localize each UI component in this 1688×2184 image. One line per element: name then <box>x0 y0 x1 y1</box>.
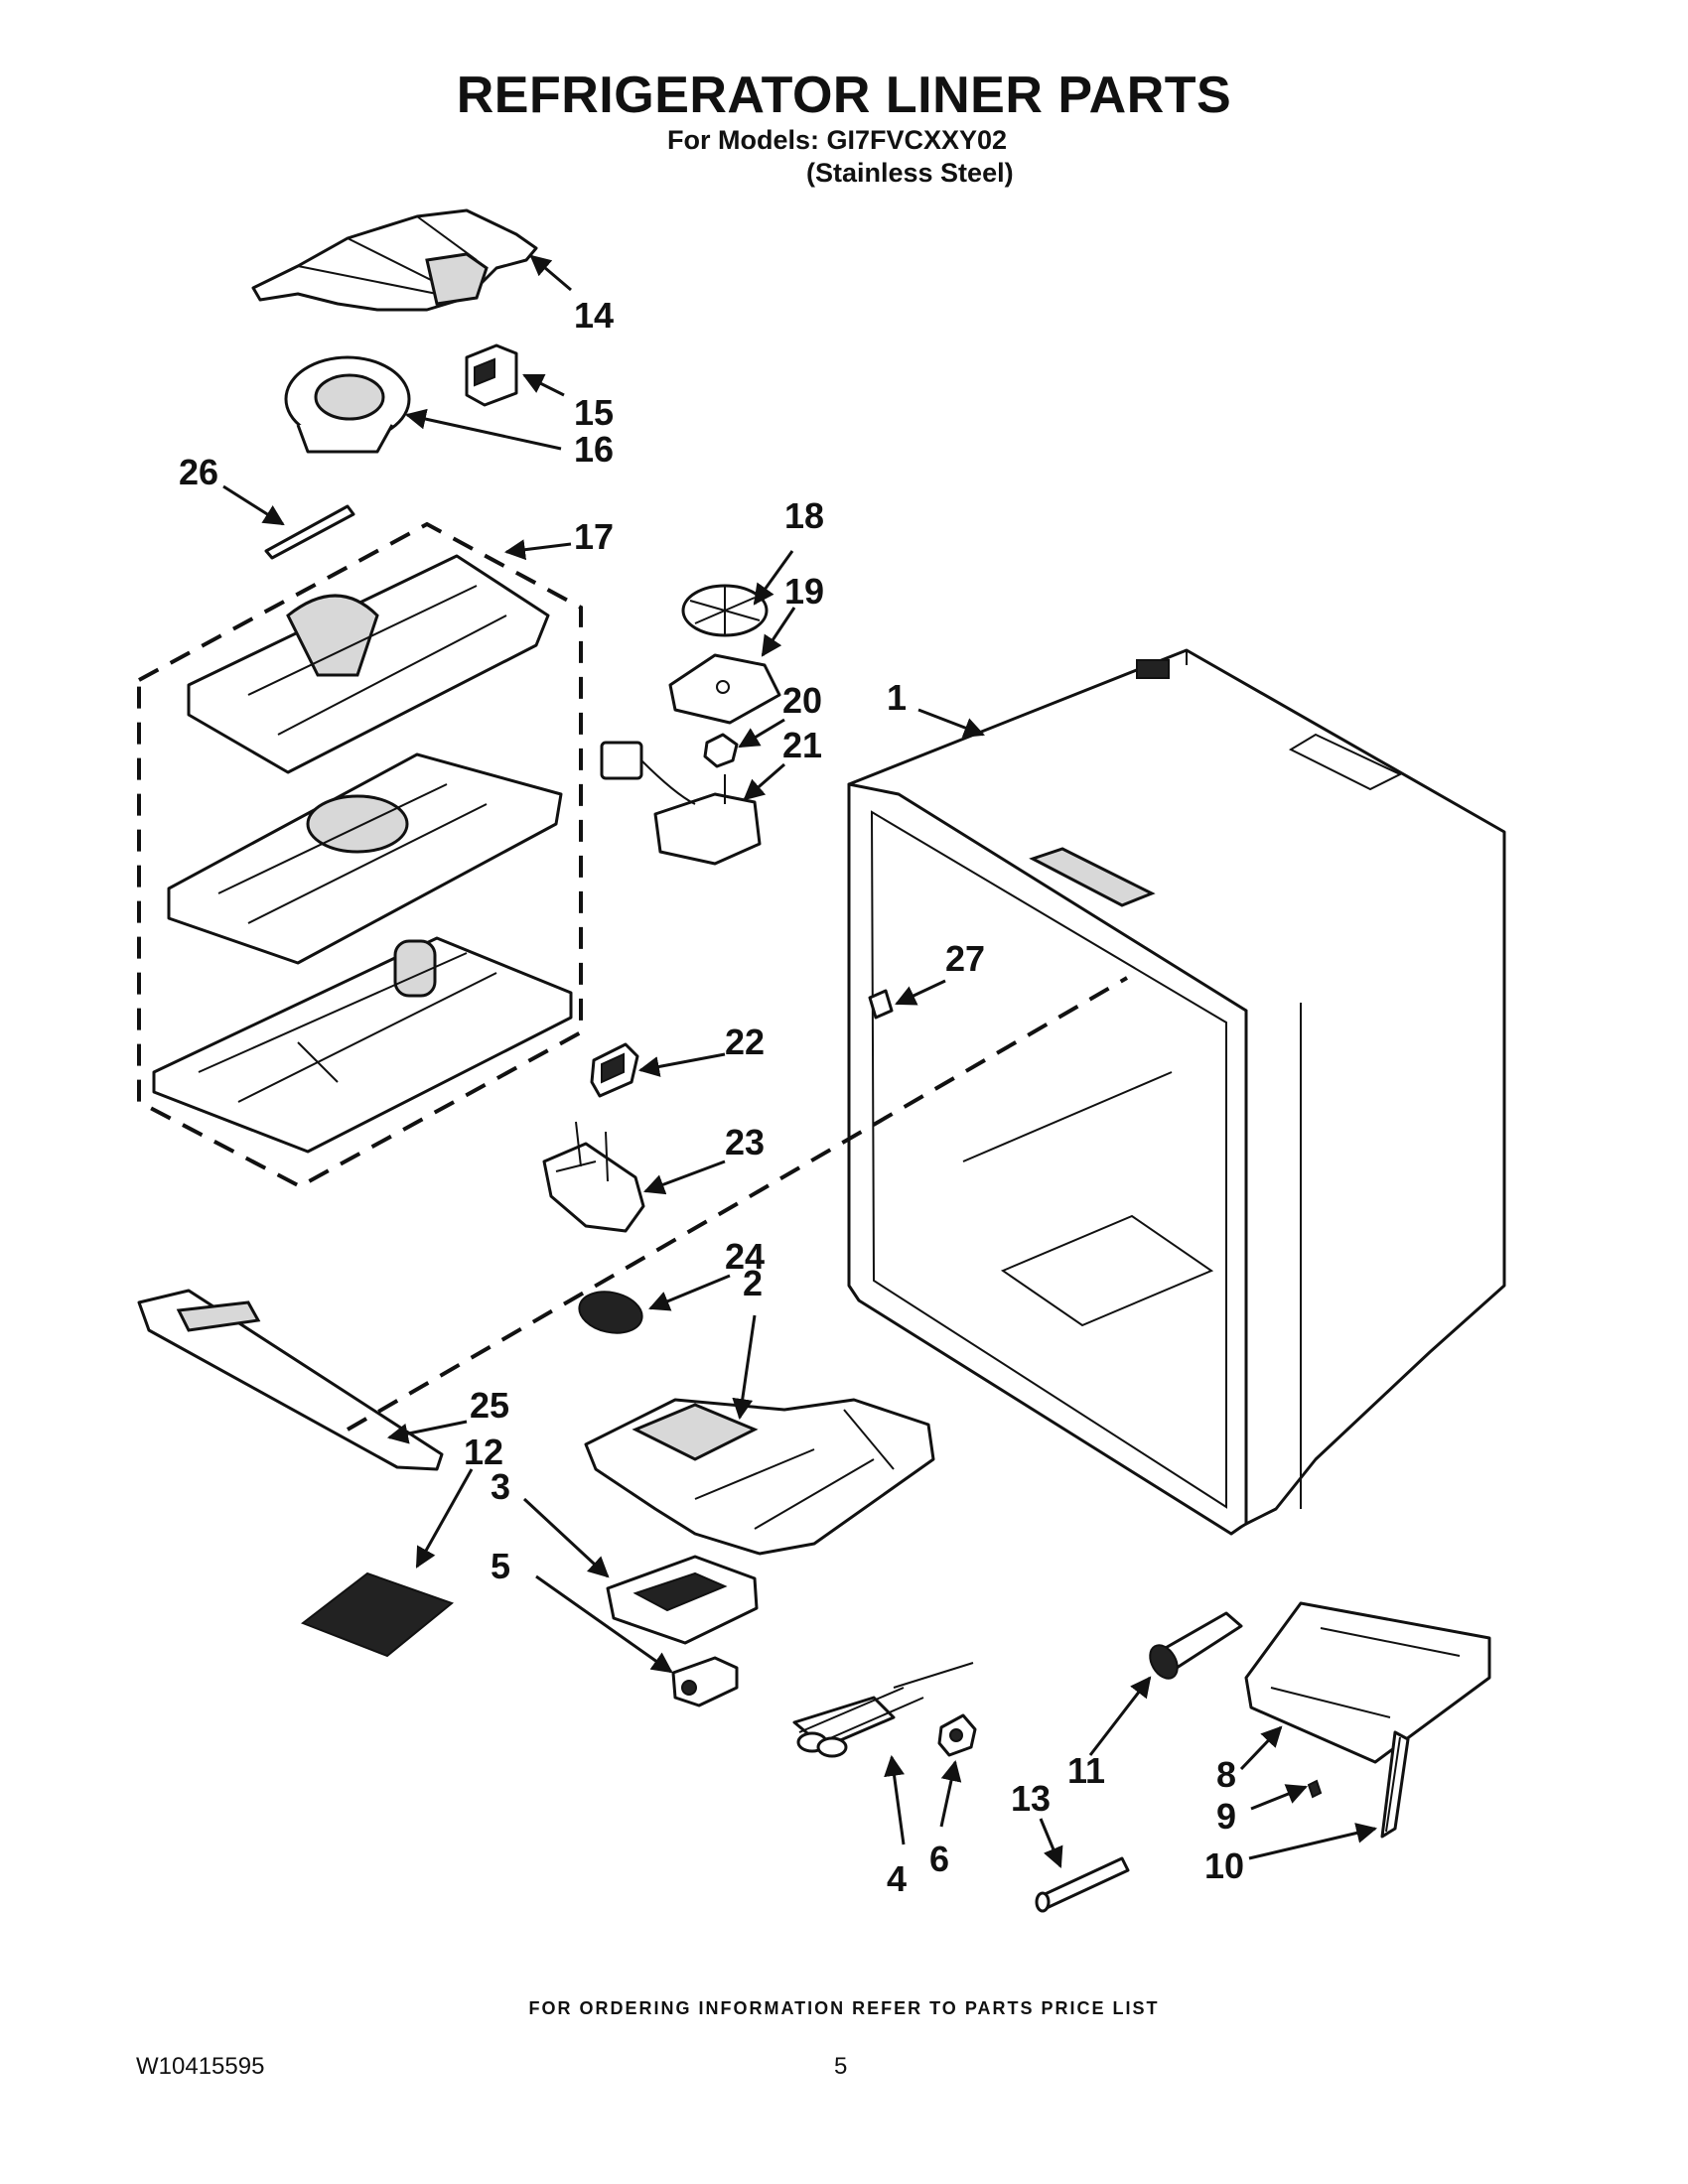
part-5-valve <box>671 1656 739 1707</box>
models-line: For Models: GI7FVCXXY02 <box>667 125 1008 155</box>
part-27-button <box>868 989 894 1020</box>
part-14-duct-cover <box>251 208 538 312</box>
callout-3: 3 <box>491 1466 510 1507</box>
callout-26: 26 <box>179 452 218 492</box>
part-20-nut <box>703 733 739 768</box>
part-22-clip <box>590 1042 639 1098</box>
alignment-dashed-line <box>346 976 1129 1432</box>
part-10-bracket <box>1380 1730 1410 1839</box>
part-11-water-filter <box>1149 1611 1243 1680</box>
part-4-wire-harness <box>792 1662 974 1758</box>
part-12-filter-grille <box>300 1571 455 1658</box>
part-18-fan-blade <box>681 584 769 637</box>
callout-18: 18 <box>784 495 824 536</box>
part-6-clip <box>937 1713 977 1757</box>
callout-labels: 1 2 3 4 5 6 8 9 10 11 12 13 14 15 16 17 … <box>179 295 1244 1899</box>
callout-11: 11 <box>1067 1750 1105 1791</box>
part-19-motor-bracket <box>668 653 781 725</box>
part-9-screw <box>1307 1779 1323 1799</box>
callout-19: 19 <box>784 571 824 612</box>
callout-1: 1 <box>887 677 907 718</box>
callout-25: 25 <box>470 1385 509 1426</box>
callout-15: 15 <box>574 392 614 433</box>
part-21-fan-motor <box>600 741 762 866</box>
document-number: W10415595 <box>136 2053 265 2080</box>
finish-line: (Stainless Steel) <box>806 158 1014 188</box>
callout-9: 9 <box>1216 1796 1236 1837</box>
callout-6: 6 <box>929 1839 949 1879</box>
part-17-evaporator-cover-bottom <box>152 936 573 1154</box>
part-17-assembly-outline <box>137 521 583 1189</box>
part-26-strip <box>264 504 355 560</box>
part-15-connector <box>465 343 518 407</box>
part-13-tube-connector <box>1035 1856 1130 1913</box>
part-8-filter-housing <box>1244 1601 1491 1764</box>
callout-8: 8 <box>1216 1754 1236 1795</box>
page-number: 5 <box>834 2053 848 2080</box>
part-25-cover-bar <box>137 1289 444 1471</box>
callout-20: 20 <box>782 680 822 721</box>
part-16-fan-shroud <box>284 355 411 454</box>
callout-23: 23 <box>725 1122 765 1162</box>
callout-10: 10 <box>1204 1845 1244 1886</box>
callout-17: 17 <box>574 516 614 557</box>
part-2-housing-assembly <box>584 1398 935 1556</box>
callout-12: 12 <box>464 1432 503 1472</box>
callout-14: 14 <box>574 295 614 336</box>
part-17-evaporator-cover-top <box>187 554 550 774</box>
callout-27: 27 <box>945 938 985 979</box>
callout-5: 5 <box>491 1546 510 1586</box>
callout-22: 22 <box>725 1022 765 1062</box>
callout-13: 13 <box>1011 1778 1051 1819</box>
page-title: REFRIGERATOR LINER PARTS <box>456 67 1232 124</box>
callout-4: 4 <box>887 1858 907 1899</box>
callout-2: 2 <box>743 1263 763 1303</box>
part-1-liner <box>847 648 1506 1536</box>
callout-16: 16 <box>574 429 614 470</box>
leader-lines <box>222 254 1378 1868</box>
part-17-evaporator-cover-middle <box>167 752 563 965</box>
callout-24: 24 <box>725 1236 765 1277</box>
ordering-note: FOR ORDERING INFORMATION REFER TO PARTS … <box>528 1998 1160 2018</box>
part-3-control-box <box>606 1555 759 1645</box>
part-23-damper-housing <box>542 1121 645 1233</box>
callout-21: 21 <box>782 725 822 765</box>
part-24-pad <box>578 1291 643 1334</box>
